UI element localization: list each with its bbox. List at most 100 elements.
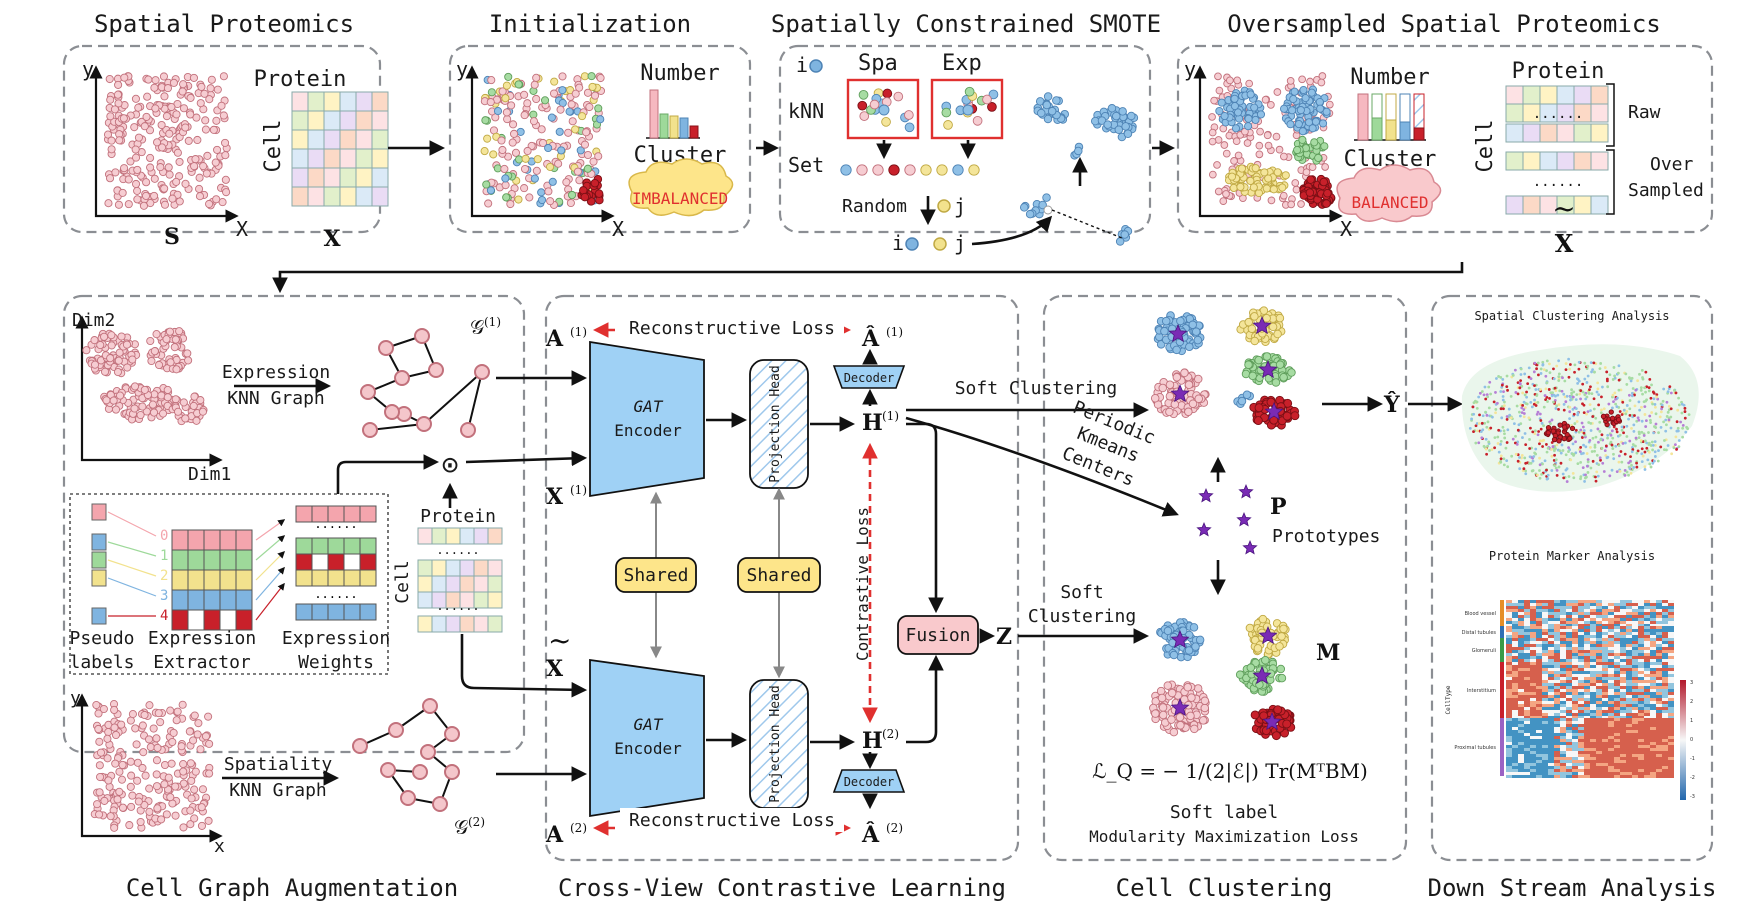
heatmap-cell — [1506, 606, 1512, 609]
cv-X-tilde-mark: ~ — [548, 624, 571, 657]
heatmap-cell — [1518, 668, 1524, 671]
heatmap-cell — [1554, 606, 1560, 609]
cell-dot — [1307, 88, 1316, 97]
tissue-dot — [1572, 412, 1576, 416]
heatmap-cell — [1632, 686, 1638, 689]
tissue-dot — [1645, 446, 1649, 450]
tissue-dot — [1534, 452, 1538, 456]
heatmap-cell — [1584, 686, 1590, 689]
extractor-cell — [235, 589, 253, 611]
cell-dot — [943, 120, 953, 130]
tissue-dot — [1529, 461, 1533, 465]
tissue-dot — [1643, 386, 1647, 390]
matrix-cell — [1522, 123, 1541, 143]
heatmap-cell — [1560, 632, 1566, 635]
heatmap-cell — [1632, 653, 1638, 656]
heatmap-cell — [1512, 745, 1518, 748]
heatmap-cell — [1584, 656, 1590, 659]
heatmap-cell — [1638, 615, 1644, 618]
tissue-dot — [1628, 439, 1632, 443]
tissue-dot — [1589, 445, 1592, 449]
tissue-dot — [1667, 405, 1671, 408]
tissue-dot — [1654, 412, 1658, 416]
matrix-cell — [355, 129, 373, 150]
cell-dot — [1273, 329, 1282, 339]
tissue-dot — [1684, 430, 1688, 434]
heatmap-cell — [1644, 707, 1650, 710]
cell-dot — [1298, 75, 1306, 84]
heatmap-cell — [1584, 704, 1590, 707]
cell-dot — [175, 197, 184, 206]
cell-dot — [187, 776, 196, 785]
cell-dot — [107, 145, 116, 154]
cga-spa-knn-2: KNN Graph — [229, 780, 327, 801]
cc-top-clusters — [1150, 306, 1300, 430]
heatmap-cell — [1620, 668, 1626, 671]
extractor-cell — [187, 569, 205, 591]
heatmap-cell — [1620, 662, 1626, 665]
tissue-dot — [1669, 407, 1673, 411]
tissue-dot — [1582, 411, 1586, 415]
heatmap-cell — [1668, 641, 1674, 644]
tissue-dot — [1676, 429, 1680, 433]
heatmap-cell — [1656, 644, 1662, 647]
cell-dot — [162, 335, 171, 344]
graph-node — [380, 762, 396, 778]
graph-node — [428, 362, 444, 378]
tissue-dot — [1582, 403, 1586, 407]
cell-dot — [105, 74, 114, 84]
tissue-dot — [1649, 465, 1653, 469]
heatmap-cell — [1626, 710, 1632, 713]
matrix-cell — [371, 110, 389, 131]
tissue-dot — [1638, 408, 1642, 412]
heatmap-cell — [1614, 609, 1620, 612]
tissue-dot — [1643, 450, 1647, 454]
cell-dot — [1287, 368, 1296, 377]
heatmap-cell — [1638, 641, 1644, 644]
heatmap-cell — [1560, 745, 1566, 748]
cell-dot — [1184, 380, 1194, 389]
heatmap-cell — [1566, 710, 1572, 713]
cell-dot — [594, 152, 603, 161]
tissue-dot — [1511, 373, 1515, 377]
cell-dot — [578, 112, 587, 121]
heatmap-cell — [1548, 683, 1554, 686]
tissue-dot — [1687, 413, 1691, 417]
graph-node — [400, 790, 416, 806]
cell-dot — [1325, 100, 1334, 109]
heatmap-cell — [1662, 721, 1668, 724]
extractor-cell — [171, 609, 189, 631]
tissue-dot — [1552, 367, 1555, 371]
tissue-dot — [1617, 460, 1621, 464]
tissue-dot — [1472, 430, 1475, 434]
cell-dot — [120, 164, 129, 173]
heatmap-cell — [1596, 674, 1602, 677]
tissue-dot — [1591, 415, 1595, 418]
tissue-dot — [1647, 431, 1650, 434]
cell-dot — [165, 327, 175, 336]
tissue-dot — [1545, 477, 1549, 481]
heatmap-cell — [1536, 653, 1542, 656]
tissue-dot — [1534, 429, 1537, 433]
heatmap-cell — [1518, 745, 1524, 748]
heatmap-cell — [1596, 710, 1602, 713]
cell-dot — [1287, 200, 1296, 209]
smote-set-label: Set — [788, 153, 824, 177]
graph-edge — [423, 371, 483, 425]
tissue-dot — [1586, 460, 1590, 464]
tissue-dot — [1579, 445, 1583, 449]
heatmap-cell — [1548, 692, 1554, 695]
tissue-dot — [1542, 405, 1546, 409]
heatmap-cell — [1542, 600, 1548, 603]
heatmap-cell — [1608, 704, 1614, 707]
cell-dot — [1151, 709, 1160, 718]
cell-dot — [486, 186, 495, 195]
heatmap-cell — [1626, 704, 1632, 707]
tissue-dot — [1551, 391, 1554, 395]
heatmap-cell — [1524, 689, 1530, 692]
over-scatter — [1208, 72, 1336, 209]
heatmap-cell — [1518, 718, 1524, 721]
extractor-cell — [203, 609, 221, 631]
cell-dot — [493, 164, 502, 173]
heatmap-cell — [1572, 704, 1578, 707]
